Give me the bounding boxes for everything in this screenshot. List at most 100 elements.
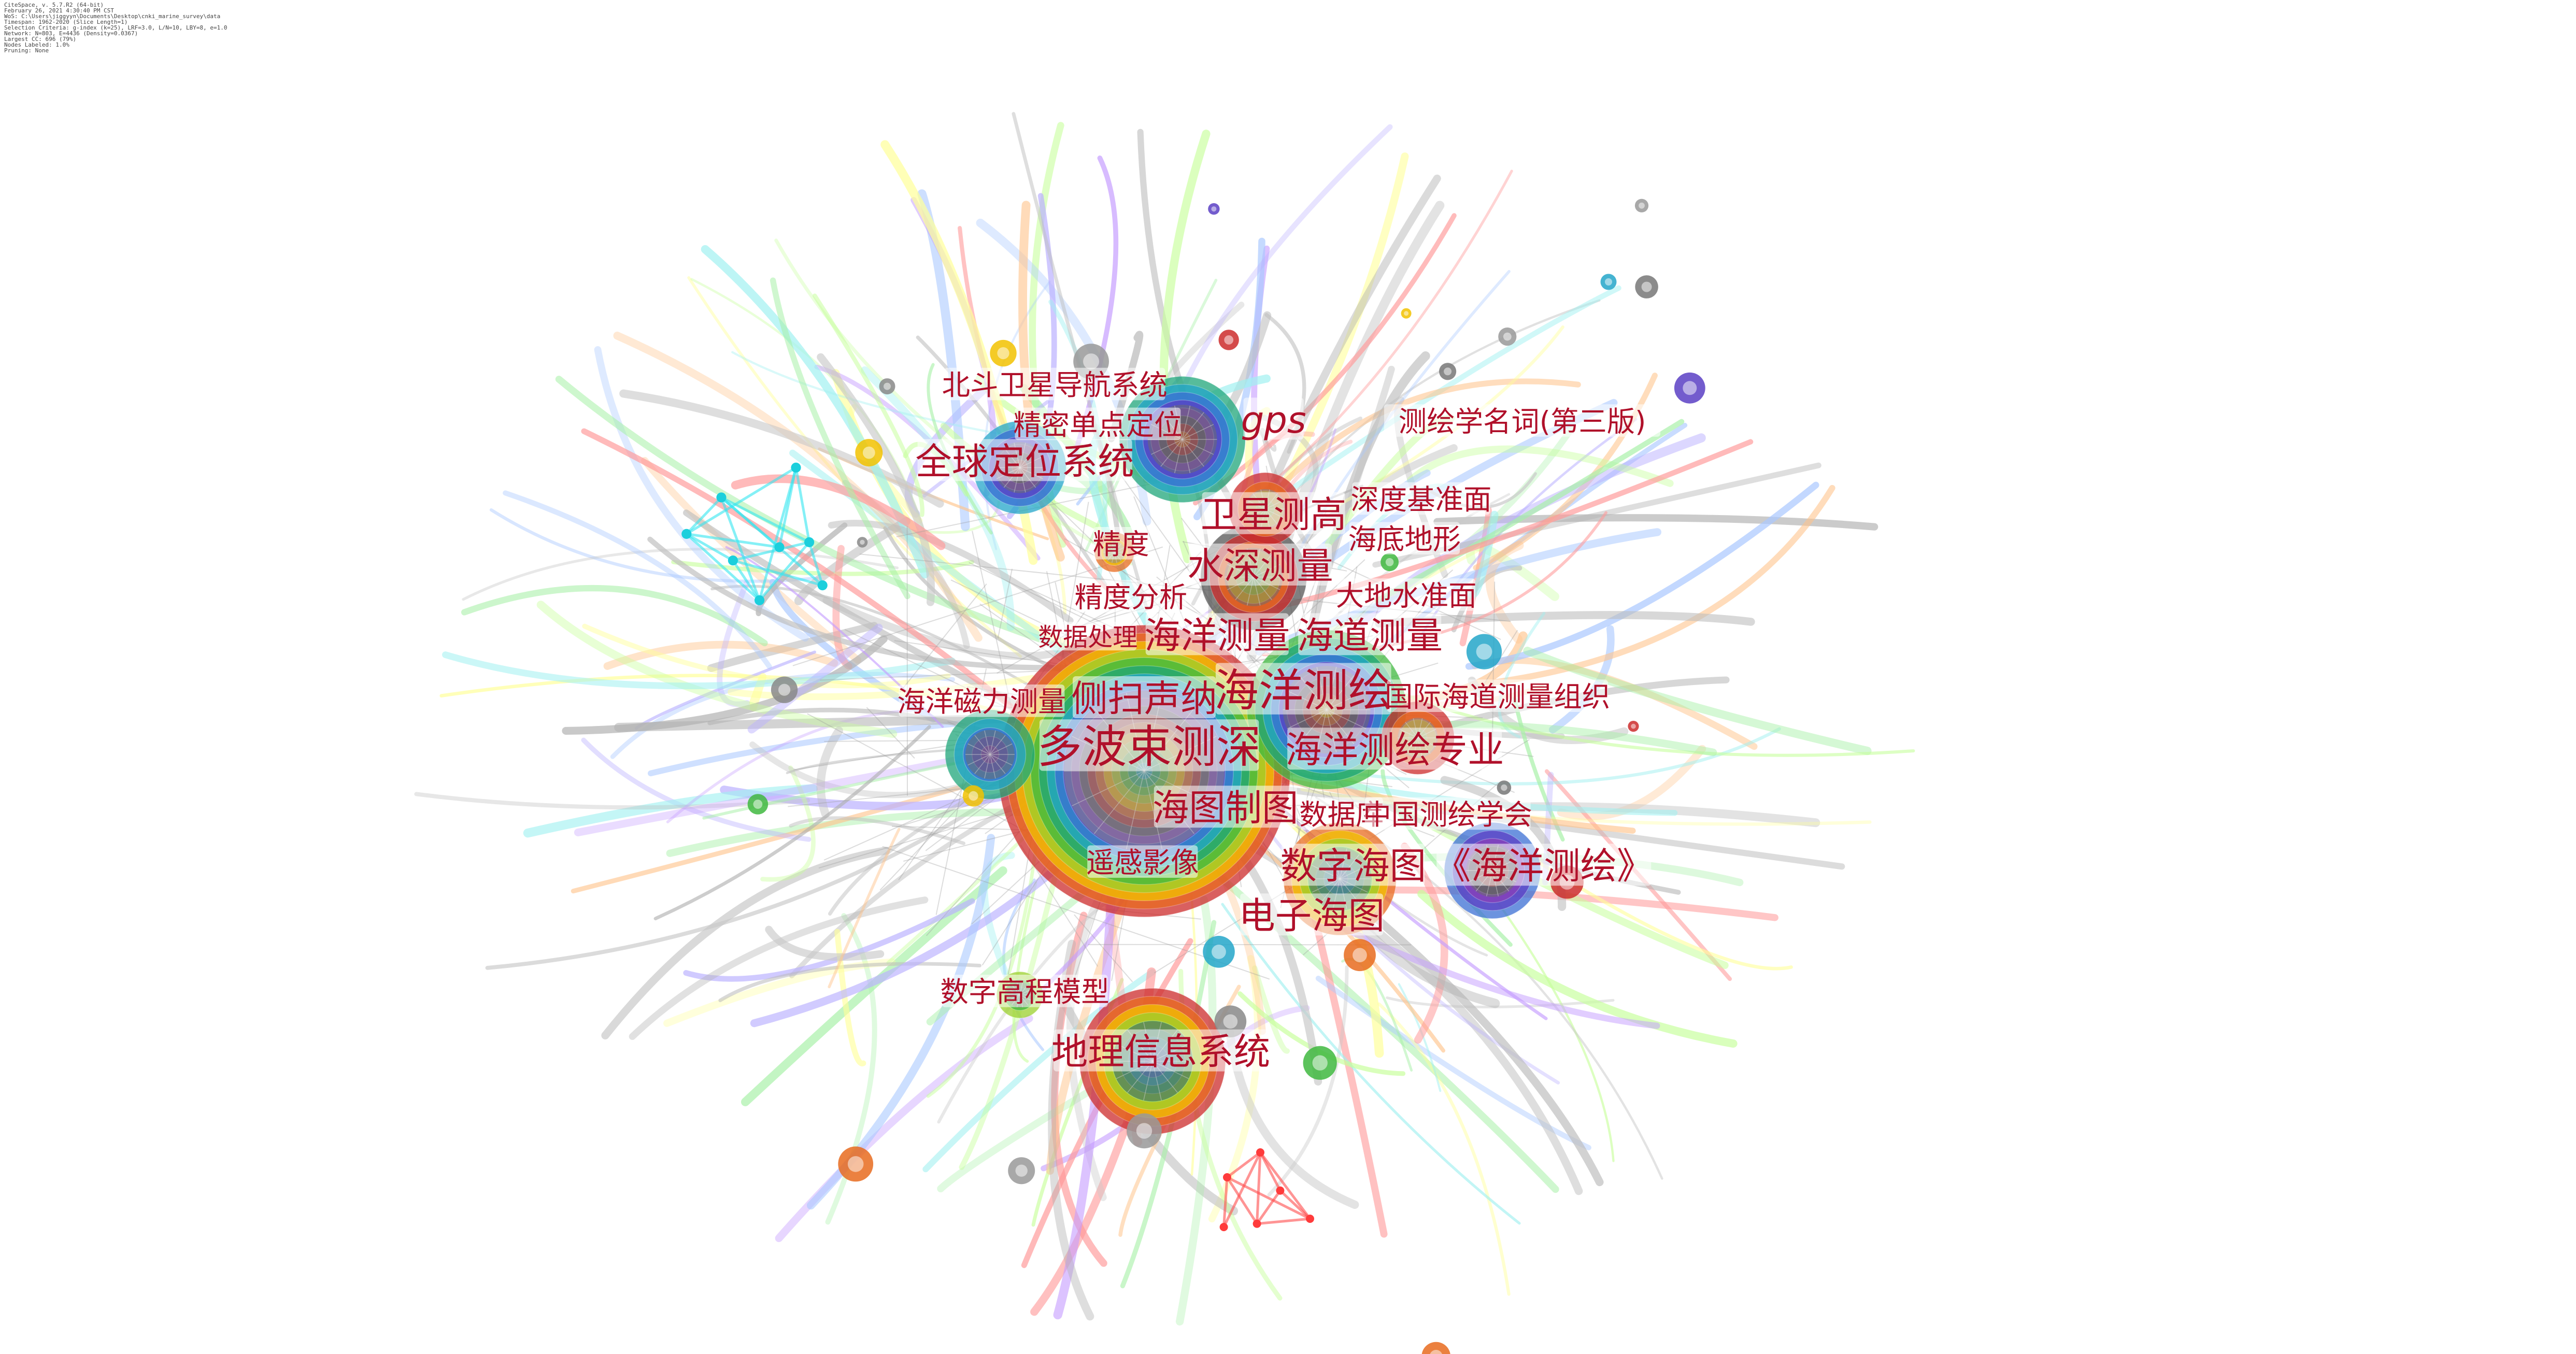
- minor-node[interactable]: [747, 794, 768, 815]
- keyword-label[interactable]: 电子海图: [1239, 893, 1385, 937]
- network-edge: [765, 925, 885, 961]
- minor-node[interactable]: [1497, 780, 1512, 795]
- keyword-label[interactable]: 测绘学名词(第三版): [1384, 404, 1661, 438]
- keyword-label[interactable]: 地理信息系统: [1051, 1029, 1270, 1074]
- minor-node[interactable]: [1127, 1113, 1162, 1149]
- keyword-label[interactable]: 海洋测绘: [1214, 663, 1393, 717]
- keyword-text: 海洋磁力测量: [897, 686, 1066, 718]
- keyword-label[interactable]: 海道测量: [1297, 613, 1443, 657]
- keyword-label[interactable]: 数字海图: [1280, 844, 1426, 888]
- minor-node[interactable]: [771, 676, 798, 703]
- keyword-text: 深度基准面: [1350, 483, 1491, 516]
- network-edge: [1120, 920, 1217, 1289]
- minor-node[interactable]: [1214, 1005, 1247, 1037]
- cluster-node[interactable]: [1256, 1148, 1264, 1157]
- meta-line: Network: N=803, E=4436 (Density=0.0367): [4, 30, 138, 37]
- minor-node[interactable]: [1344, 939, 1376, 972]
- cluster-node[interactable]: [1223, 1173, 1231, 1181]
- network-edge: [485, 795, 995, 970]
- minor-node[interactable]: [855, 439, 883, 467]
- keyword-text: 北斗卫星导航系统: [942, 369, 1168, 402]
- network-edge: [442, 651, 956, 690]
- keyword-label[interactable]: 精度: [1093, 527, 1149, 561]
- minor-node[interactable]: [1380, 553, 1399, 572]
- minor-node[interactable]: [1628, 721, 1639, 732]
- cluster-node[interactable]: [1276, 1186, 1285, 1195]
- cluster-edge: [808, 541, 824, 586]
- keyword-label[interactable]: gps: [1241, 397, 1306, 441]
- minor-node[interactable]: [1634, 198, 1649, 212]
- keyword-label[interactable]: 多波束测深: [1037, 719, 1261, 773]
- keyword-label[interactable]: 深度基准面: [1350, 482, 1491, 516]
- network-edge: [1270, 285, 1621, 505]
- network-edge: [816, 726, 843, 818]
- cluster-node[interactable]: [681, 529, 692, 539]
- minor-node[interactable]: [1218, 330, 1239, 350]
- cluster-edge: [778, 467, 798, 548]
- keyword-label[interactable]: 数据处理: [1038, 622, 1137, 652]
- cluster-edge: [686, 533, 761, 602]
- keyword-label[interactable]: 大地水准面: [1336, 578, 1477, 612]
- cluster-node[interactable]: [804, 537, 815, 547]
- minor-node[interactable]: [1439, 363, 1457, 380]
- keyword-label[interactable]: 数字高程模型: [940, 975, 1109, 1008]
- minor-node[interactable]: [1401, 308, 1412, 319]
- keyword-label[interactable]: 中国测绘学会: [1363, 797, 1532, 831]
- keyword-label[interactable]: 北斗卫星导航系统: [942, 367, 1168, 402]
- cluster-edge: [686, 532, 780, 549]
- minor-node[interactable]: [857, 537, 868, 548]
- keyword-label[interactable]: 海洋测绘专业: [1285, 728, 1504, 772]
- minor-node[interactable]: [962, 785, 984, 807]
- minor-node[interactable]: [1600, 274, 1617, 290]
- keyword-label[interactable]: 精密单点定位: [1013, 407, 1183, 441]
- keyword-label[interactable]: 卫星测高: [1201, 492, 1347, 536]
- network-edge: [1523, 647, 1872, 756]
- network-link: [1491, 581, 1496, 757]
- keyword-label[interactable]: 遥感影像: [1086, 845, 1199, 879]
- cluster-node[interactable]: [1306, 1215, 1314, 1223]
- minor-node[interactable]: [1674, 372, 1705, 404]
- network-edge: [922, 969, 1156, 1173]
- minor-node[interactable]: [1466, 634, 1502, 669]
- minor-node[interactable]: [879, 378, 895, 395]
- keyword-label[interactable]: 全球定位系统: [915, 439, 1134, 483]
- node-magnetic-survey[interactable]: [945, 709, 1035, 800]
- keyword-label[interactable]: 海洋磁力测量: [897, 685, 1066, 718]
- network-edge: [770, 277, 910, 600]
- minor-node[interactable]: [1635, 275, 1658, 298]
- keyword-label[interactable]: 海洋测量: [1144, 613, 1290, 657]
- minor-node[interactable]: [990, 339, 1017, 367]
- minor-node[interactable]: [1421, 1342, 1450, 1354]
- keyword-label[interactable]: 精度分析: [1075, 580, 1188, 614]
- minor-node[interactable]: [1498, 327, 1517, 346]
- keyword-label[interactable]: 国际海道测量组织: [1385, 679, 1610, 714]
- keyword-text: 海洋测绘: [1214, 665, 1393, 717]
- keyword-label[interactable]: 侧扫声纳: [1071, 676, 1217, 720]
- minor-node[interactable]: [1203, 936, 1235, 968]
- minor-node[interactable]: [838, 1146, 874, 1182]
- network-link: [899, 583, 987, 693]
- minor-node[interactable]: [1303, 1046, 1337, 1080]
- cluster-node[interactable]: [728, 555, 738, 566]
- network-edge: [1267, 965, 1349, 1197]
- cluster-edge: [758, 541, 810, 602]
- minor-node[interactable]: [1008, 1157, 1035, 1185]
- network-edge: [927, 363, 993, 535]
- minor-node[interactable]: [1208, 203, 1220, 215]
- keyword-text: 大地水准面: [1336, 579, 1477, 612]
- keyword-text: 全球定位系统: [915, 440, 1134, 483]
- cluster-node[interactable]: [791, 462, 801, 473]
- cluster-node[interactable]: [755, 595, 765, 605]
- cluster-node[interactable]: [1253, 1219, 1261, 1228]
- network-link: [866, 707, 915, 759]
- cluster-node[interactable]: [774, 542, 785, 552]
- keyword-text: 精密单点定位: [1013, 409, 1182, 441]
- keyword-label[interactable]: 《海洋测绘》: [1434, 844, 1653, 888]
- keyword-label[interactable]: 水深测量: [1187, 544, 1333, 588]
- cluster-node[interactable]: [716, 492, 727, 503]
- cluster-node[interactable]: [817, 580, 828, 591]
- keyword-label[interactable]: 海图制图: [1152, 786, 1299, 830]
- cluster-node[interactable]: [1219, 1223, 1228, 1231]
- keyword-label[interactable]: 海底地形: [1348, 522, 1461, 556]
